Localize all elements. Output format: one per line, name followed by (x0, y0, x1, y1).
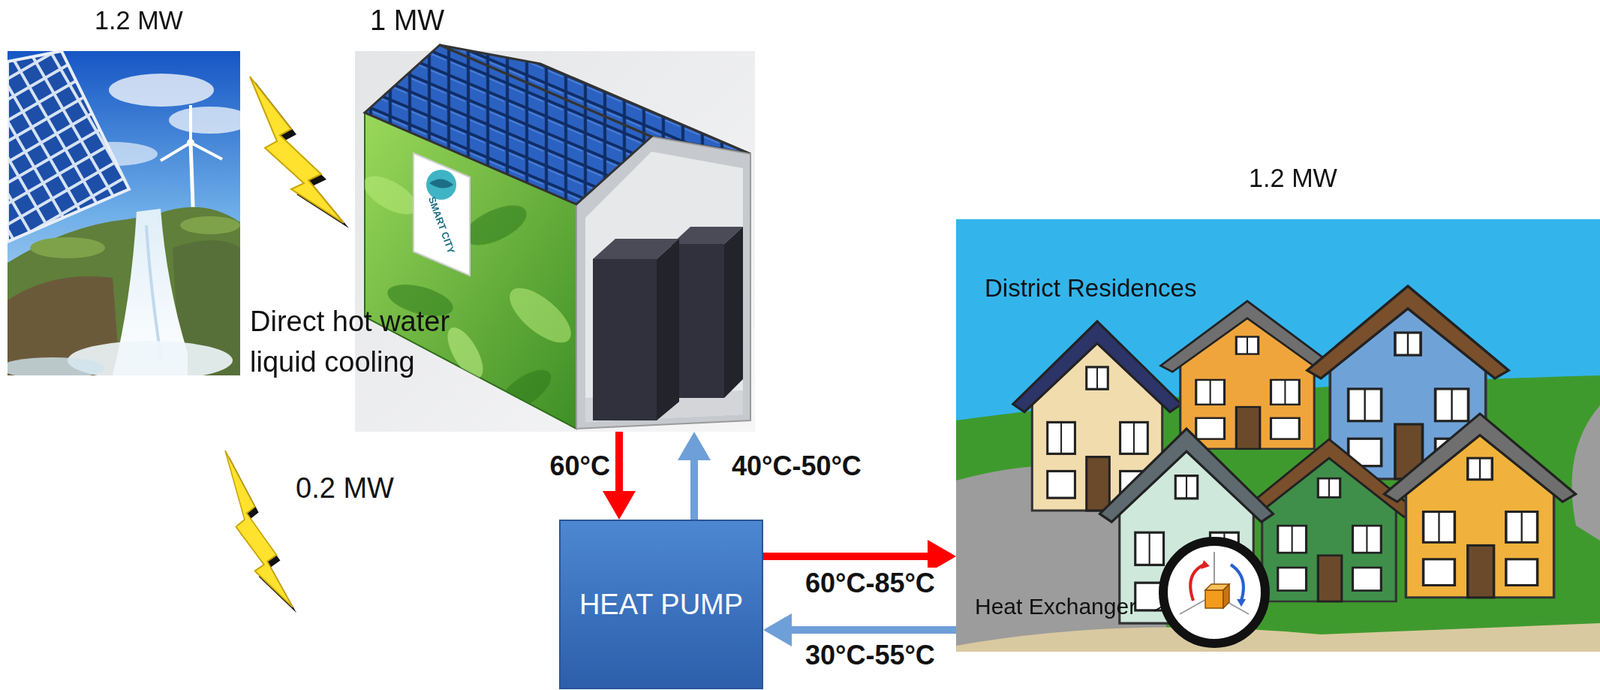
power-label: 0.2 MW (294, 471, 396, 505)
district-residences: 1.2 MW District ResidencesHeat Exchanger (956, 161, 1600, 652)
data-centre: 1 MW (354, 3, 755, 432)
flow-arrow (677, 431, 711, 520)
temperature-label: 40°C-50°C (729, 450, 864, 482)
power-heading: 1 MW (369, 3, 445, 37)
power-heading: 1.2 MW (7, 3, 241, 37)
heat-pump-box: HEAT PUMP (559, 519, 764, 689)
renewable-source: 1.2 MW (7, 3, 241, 376)
heat-pump-title: HEAT PUMP (579, 587, 743, 621)
temperature-label: 60°C (525, 450, 613, 482)
power-heading: 1.2 MW (956, 161, 1600, 195)
callout-text: Heat Exchanger (974, 593, 1137, 620)
temperature-label: 30°C-55°C (803, 639, 938, 671)
temperature-label: 60°C-85°C (803, 567, 938, 599)
panel-title: District Residences (984, 273, 1197, 303)
cooling-note: Direct hot water liquid cooling (249, 300, 498, 382)
